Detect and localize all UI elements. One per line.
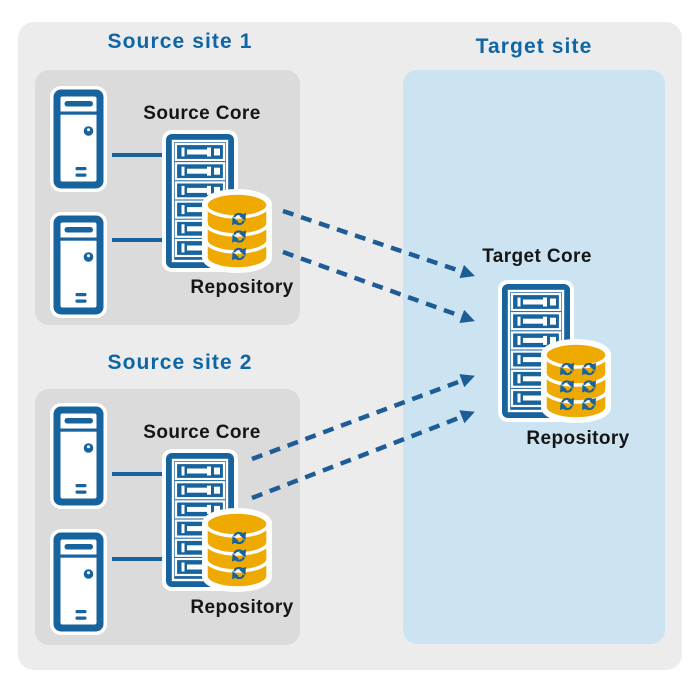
target-repository-label: Repository: [526, 428, 629, 449]
database-icon: [206, 193, 268, 269]
replication-arrow-site2-a: [251, 374, 475, 462]
tower-server-icon: [50, 212, 107, 318]
source-site-2-group: Source Core Repository: [50, 403, 293, 635]
replication-arrow-site2-b: [251, 410, 475, 501]
database-icon: [545, 343, 607, 419]
target-site-title: Target site: [476, 35, 593, 58]
source-core-1-label: Source Core: [143, 103, 260, 124]
source-site-1-group: Source Core Repository: [50, 86, 293, 318]
repository-2-label: Repository: [190, 597, 293, 618]
target-core-label: Target Core: [482, 246, 592, 267]
replication-arrows: [251, 208, 475, 501]
tower-server-icon: [50, 86, 107, 192]
repository-1-label: Repository: [190, 277, 293, 298]
target-site-group: Target Core Repository: [482, 246, 629, 449]
tower-server-icon: [50, 403, 107, 509]
source-site-1-title: Source site 1: [107, 30, 252, 53]
tower-server-icon: [50, 529, 107, 635]
network-connectors: [112, 153, 166, 561]
replication-arrow-site1-a: [282, 208, 475, 279]
database-icon: [206, 512, 268, 588]
source-core-2-label: Source Core: [143, 422, 260, 443]
replication-arrow-site1-b: [282, 249, 475, 323]
source-site-2-title: Source site 2: [107, 351, 252, 374]
